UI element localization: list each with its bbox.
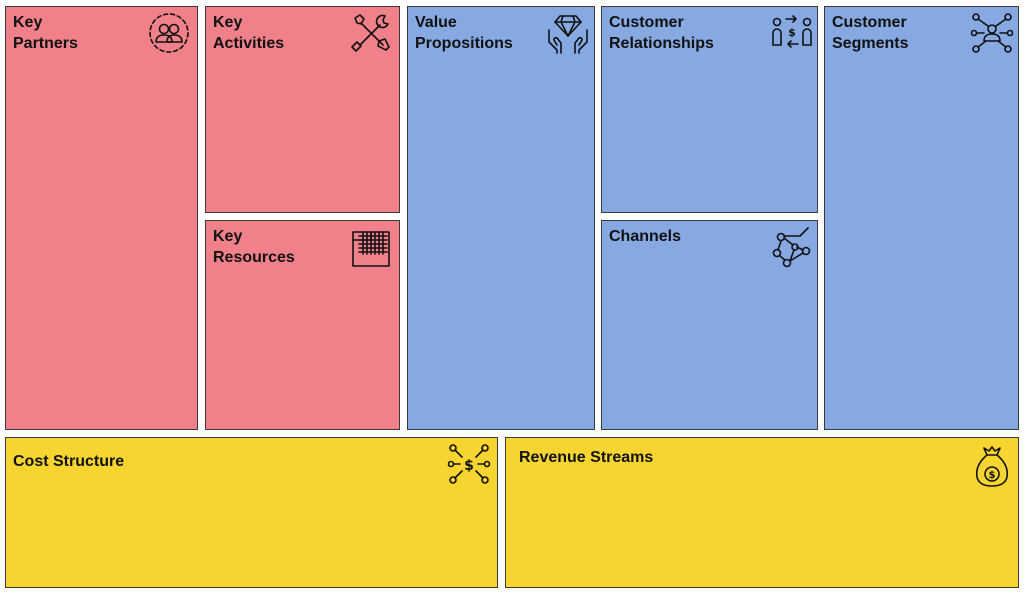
key-partners-block: Key Partners — [5, 6, 198, 430]
money-bag-icon: $ — [970, 444, 1014, 488]
cost-structure-block: Cost Structure $ — [5, 437, 498, 588]
value-propositions-block: Value Propositions — [407, 6, 595, 430]
channels-block: Channels — [601, 220, 818, 430]
customer-relationships-title: Customer Relationships — [609, 14, 714, 52]
partners-people-icon — [147, 11, 191, 55]
key-activities-title: Key Activities — [213, 14, 285, 52]
cost-structure-title: Cost Structure — [13, 453, 125, 470]
revenue-streams-title: Revenue Streams — [519, 449, 654, 466]
svg-text:$: $ — [989, 470, 996, 481]
customer-segments-block: Customer Segments — [824, 6, 1019, 430]
key-resources-block: Key Resources — [205, 220, 400, 430]
revenue-streams-block: Revenue Streams $ — [505, 437, 1019, 588]
key-resources-title: Key Resources — [213, 228, 295, 266]
customer-segments-title: Customer Segments — [832, 14, 909, 52]
cost-dollar-network-icon: $ — [447, 442, 491, 486]
channels-network-icon — [769, 225, 813, 269]
value-propositions-title: Value Propositions — [415, 14, 513, 52]
tools-wrench-screwdriver-icon — [349, 10, 393, 54]
relationship-exchange-icon: $ — [770, 11, 814, 55]
svg-text:$: $ — [464, 458, 474, 474]
channels-title: Channels — [609, 228, 682, 245]
customer-relationships-block: Customer Relationships $ — [601, 6, 818, 213]
segments-network-icon — [970, 11, 1014, 55]
key-partners-title: Key Partners — [13, 14, 78, 52]
resources-grid-icon — [349, 226, 393, 270]
diamond-hands-icon — [546, 10, 590, 54]
svg-text:$: $ — [788, 26, 796, 39]
key-activities-block: Key Activities — [205, 6, 400, 213]
